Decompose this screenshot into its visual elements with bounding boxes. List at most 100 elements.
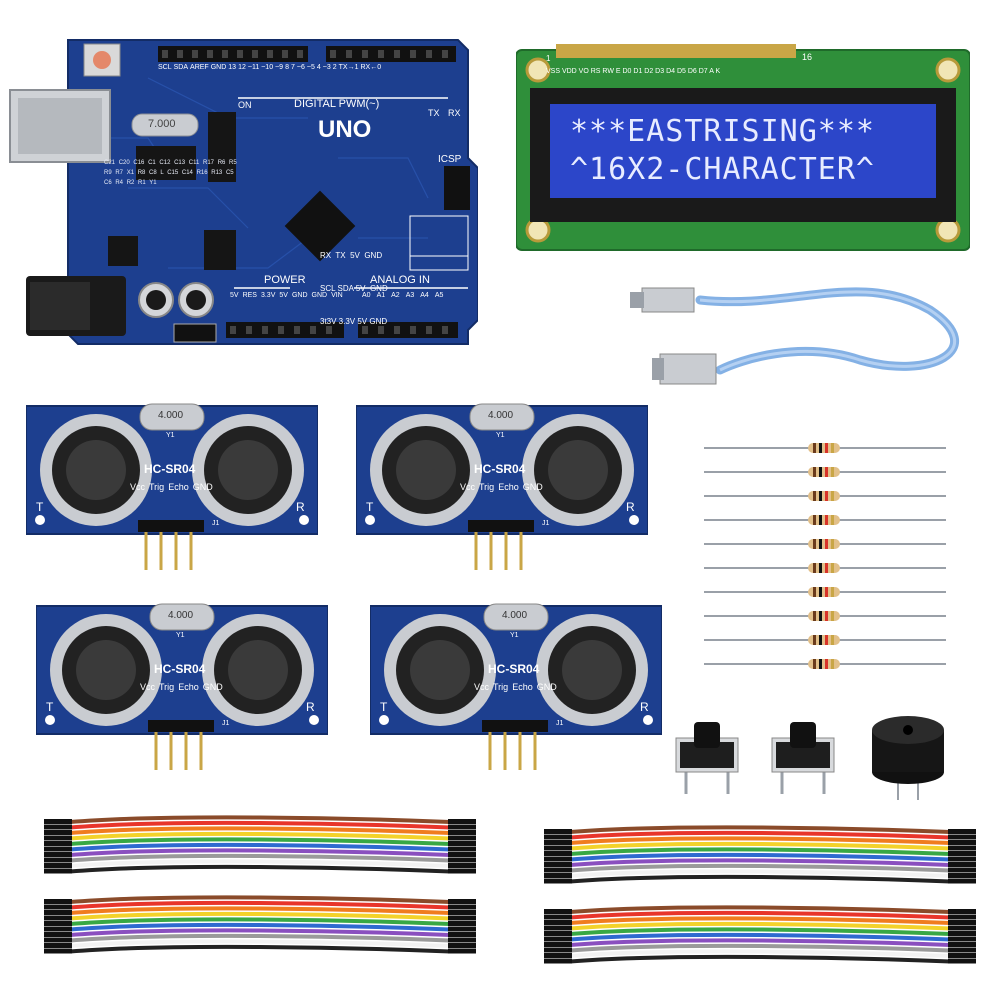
jumper-connector: [448, 899, 476, 904]
jumper-connector: [44, 819, 72, 824]
uno-pin-label: ~3: [322, 64, 331, 71]
usb-cable: [630, 270, 990, 400]
jumper-connector: [544, 953, 572, 958]
jumper-connector: [948, 920, 976, 925]
jumper-connector: [44, 904, 72, 910]
sensor-model-label: HC-SR04: [154, 662, 206, 676]
jumper-connector: [448, 948, 476, 954]
sensor-pin-label: Vcc: [130, 482, 146, 492]
jumper-wire: [69, 900, 451, 910]
jumper-connector: [948, 834, 976, 840]
lcd-pin-last: 16: [802, 52, 813, 62]
component-label: R17: [203, 160, 215, 166]
push-button-icon: [771, 722, 835, 794]
jumper-wire-bundle: [530, 818, 990, 888]
resistor: [704, 635, 946, 645]
buzzer: [868, 706, 948, 802]
sensor-model-label: HC-SR04: [488, 662, 540, 676]
sensor-t-label: T: [380, 700, 388, 714]
sensor-j1-label: J1: [542, 520, 550, 527]
jumper-connector: [948, 914, 976, 920]
sensor-r-label: R: [640, 700, 649, 714]
jumper-connector: [544, 958, 572, 964]
component-label: C14: [181, 170, 193, 176]
jumper-wires-graphic: [544, 905, 976, 964]
jumper-connector: [448, 932, 476, 937]
lcd-pin-first: 1: [546, 54, 551, 63]
sensor-pin-labels: Vcc Trig Echo GND: [460, 482, 543, 492]
sensor-t-label: T: [36, 500, 44, 514]
uno-pin-label: RX←0: [360, 64, 382, 71]
jumper-wire: [569, 841, 951, 851]
jumper-connector: [448, 926, 476, 932]
uno-pin-label: ~11: [247, 64, 260, 71]
jumper-connector: [44, 857, 72, 863]
uno-pin-label: 5V: [279, 292, 288, 299]
jumper-wire: [69, 853, 451, 863]
resistor: [704, 611, 946, 621]
lcd-board-graphic: [515, 44, 971, 251]
jumper-connector: [544, 862, 572, 867]
component-label: R7: [115, 170, 124, 176]
tactile-switch: [770, 716, 836, 796]
jumper-connector: [44, 824, 72, 830]
jumper-wire-bundle: [530, 898, 990, 968]
jumper-wire: [569, 932, 951, 942]
sensor-crystal-label: 4.000: [502, 610, 528, 621]
jumper-connector: [544, 867, 572, 873]
sensor-pin-label: Trig: [149, 482, 165, 492]
uno-board-graphic: [9, 39, 479, 345]
sensor-t-label: T: [46, 700, 54, 714]
jumper-wires-graphic: [544, 825, 976, 884]
jumper-connector: [544, 936, 572, 942]
jumper-connector: [948, 947, 976, 953]
jumper-connector: [44, 943, 72, 948]
jumper-wire: [69, 815, 451, 824]
jumper-wire: [569, 874, 951, 884]
sensor-graphic: [355, 403, 649, 570]
jumper-connector: [44, 846, 72, 852]
resistor: [704, 443, 946, 453]
jumper-wires-graphic: [44, 895, 476, 954]
jumper-wire: [569, 905, 951, 914]
component-label: C13: [174, 160, 186, 166]
jumper-connector: [44, 937, 72, 943]
uno-pin-label: AREF: [190, 64, 209, 71]
component-label: C11: [188, 160, 200, 166]
jumper-connector: [44, 868, 72, 874]
jumper-connector: [544, 909, 572, 914]
jumper-wire: [69, 848, 451, 857]
jumper-wire: [569, 927, 951, 936]
jumper-wire: [569, 836, 951, 845]
jumper-wire: [569, 943, 951, 953]
jumper-wire: [69, 826, 451, 835]
jumper-connector: [448, 943, 476, 948]
jumper-connector: [448, 868, 476, 874]
sensor-graphic: [369, 603, 663, 770]
jumper-wire: [569, 847, 951, 856]
lcd-module: 1 16 VSS VDD VO RS RW E D0 D1 D2 D3 D4 D…: [515, 44, 971, 252]
jumper-wire: [69, 906, 451, 915]
uno-pin-label: VIN: [331, 292, 343, 299]
jumper-connector: [448, 904, 476, 910]
jumper-connector: [544, 873, 572, 878]
jumper-connector: [544, 845, 572, 851]
jumper-connector: [448, 937, 476, 943]
sensor-r-label: R: [626, 500, 635, 514]
jumper-connector: [948, 931, 976, 936]
sensor-pin-label: Vcc: [460, 482, 476, 492]
sensor-pin-label: Trig: [479, 482, 495, 492]
uno-pin-label: A5: [434, 292, 444, 299]
jumper-connector: [44, 835, 72, 841]
jumper-connector: [44, 948, 72, 954]
resistor: [704, 515, 946, 525]
sensor-pin-label: Vcc: [140, 682, 156, 692]
jumper-connector: [448, 835, 476, 841]
jumper-connector: [948, 909, 976, 914]
sensor-crystal-label: 4.000: [168, 610, 194, 621]
sensor-pin-labels: Vcc Trig Echo GND: [474, 682, 557, 692]
sensor-pin-label: Echo: [512, 682, 533, 692]
jumper-connector: [44, 915, 72, 921]
uno-pin-label: 3.3V: [260, 292, 276, 299]
jumper-connector: [544, 878, 572, 884]
